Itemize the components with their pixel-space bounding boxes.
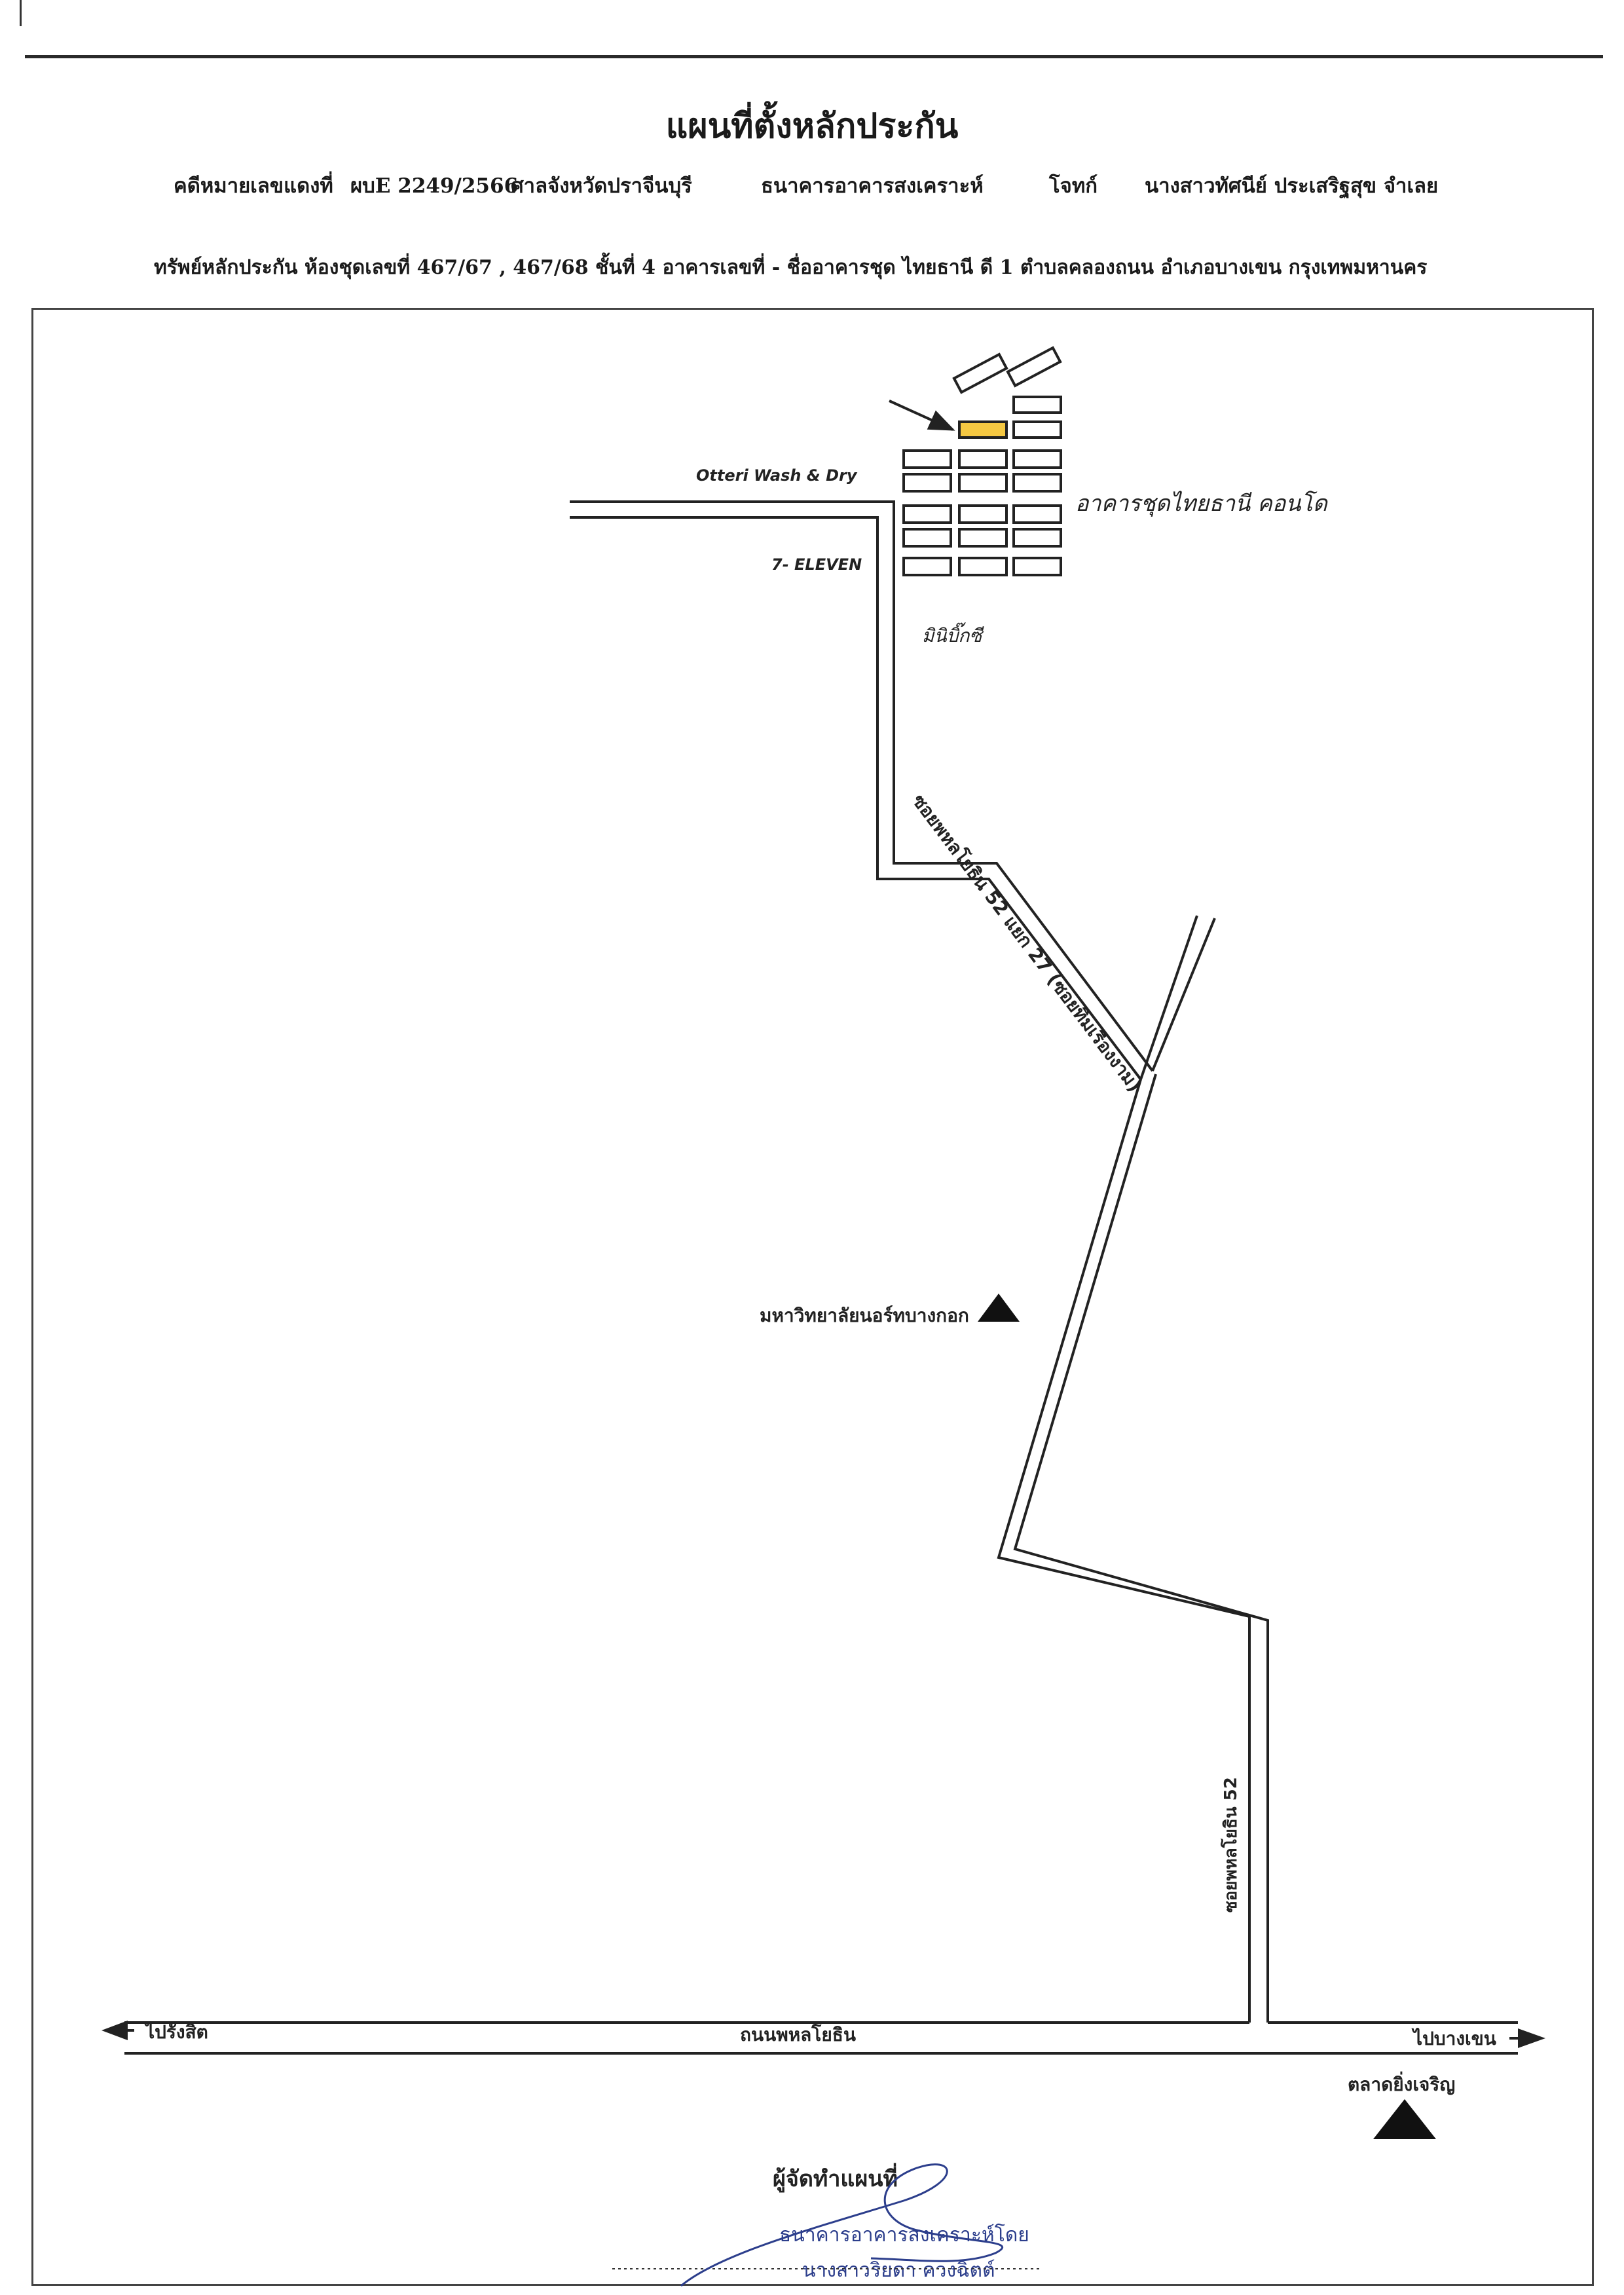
left-direction-label: ไปรังสิต [143,2021,208,2043]
main-road-label: ถนนพหลโยธิน [740,2023,856,2045]
building-block [952,352,1008,394]
maker-person: นางสาวริยดา ควงฉิตต์ [802,2259,995,2282]
building-block [1012,557,1062,576]
target-unit-marker [958,420,1008,439]
building-block [902,504,952,524]
condo-label: อาคารชุดไทยธานี คอนโด [1075,491,1329,517]
scan-edge [20,0,22,26]
building-block [902,557,952,576]
property-line: ทรัพย์หลักประกัน ห้องชุดเลขที่ 467/67 , … [154,256,1428,279]
soi52-label: ซอยพหลโยธิน 52 [1220,1777,1241,1912]
building-block [1012,473,1062,493]
building-block [1006,346,1062,388]
store-label: 7- ELEVEN [771,555,862,574]
building-block [1012,449,1062,469]
arrow-left-icon [101,2021,128,2040]
building-block [902,528,952,548]
case-number: ผบE 2249/2566 [350,174,519,198]
laundry-label: Otteri Wash & Dry [696,466,858,485]
building-block [958,449,1008,469]
building-block [958,528,1008,548]
road-branch-1 [1139,915,1198,1080]
building-block [902,449,952,469]
map-maker-label: ผู้จัดทำแผนที่ [773,2163,898,2193]
building-block [958,504,1008,524]
university-triangle-icon [978,1294,1020,1322]
building-block [958,473,1008,493]
building-block [958,557,1008,576]
plaintiff-name: ธนาคารอาคารสงเคราะห์ [761,174,984,198]
target-arrow [889,400,955,431]
market-triangle-icon [1373,2099,1436,2139]
building-block [1012,396,1062,414]
case-label: คดีหมายเลขแดงที่ [174,174,333,198]
soi27-label: ซอยพหลโยธิน 52 แยก 27 (ซอยทิมเรืองงาม) [908,790,1146,1096]
right-direction-label: ไปบางเขน [1411,2028,1496,2049]
condo-buildings [902,346,1062,576]
map-frame [31,308,1594,2286]
court-name: ศาลจังหวัดปราจีนบุรี [511,174,692,198]
road-branch-2 [1151,918,1216,1072]
page-title: แผนที่ตั้งหลักประกัน [665,106,959,146]
building-block [1012,504,1062,524]
road-soi52-outer [997,1079,1251,2023]
header-rule [25,55,1603,58]
signature-scribble [680,2163,1004,2287]
building-block [1012,420,1062,439]
plaintiff-role: โจทก์ [1049,174,1098,198]
road-soi27-outer [570,500,1154,1072]
minibigc-label: มินิบิ๊กซี [922,622,984,646]
market-label: ตลาดยิ่งเจริญ [1348,2071,1455,2095]
road-soi27-inner [570,516,1142,1081]
arrow-right-icon [1518,2028,1545,2048]
building-block [1012,528,1062,548]
road-network [124,500,1518,2055]
defendant-name: นางสาวทัศนีย์ ประเสริฐสุข จำเลย [1145,174,1439,198]
road-soi52-inner [1013,1073,1269,2023]
university-label: มหาวิทยาลัยนอร์ทบางกอก [760,1305,969,1326]
building-block [902,473,952,493]
